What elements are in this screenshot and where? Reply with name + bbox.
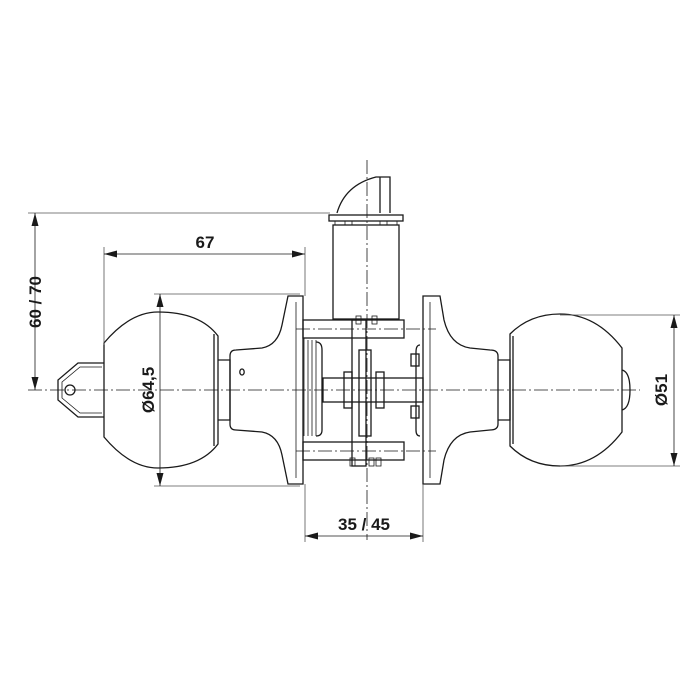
dimension-door-thickness: 35 / 45: [304, 484, 424, 542]
door-thickness-label: 35 / 45: [338, 515, 390, 534]
overall-length-label: 67: [196, 233, 215, 252]
dimension-outer-knob-diameter: Ø64,5: [139, 293, 300, 487]
latch-bolt: [328, 176, 404, 320]
dimension-inner-knob-diameter: Ø51: [560, 314, 680, 467]
dimension-overall-length: 67: [103, 233, 306, 345]
dimension-backset: 60 / 70: [26, 212, 330, 390]
lock-mechanism: [296, 315, 436, 467]
inner-knob-diameter-label: Ø51: [652, 374, 671, 406]
outer-knob-diameter-label: Ø64,5: [139, 367, 158, 413]
key-icon: [57, 362, 104, 418]
outer-ball-knob: [103, 295, 304, 485]
inner-ball-knob: [509, 313, 631, 467]
backset-label: 60 / 70: [26, 276, 45, 328]
